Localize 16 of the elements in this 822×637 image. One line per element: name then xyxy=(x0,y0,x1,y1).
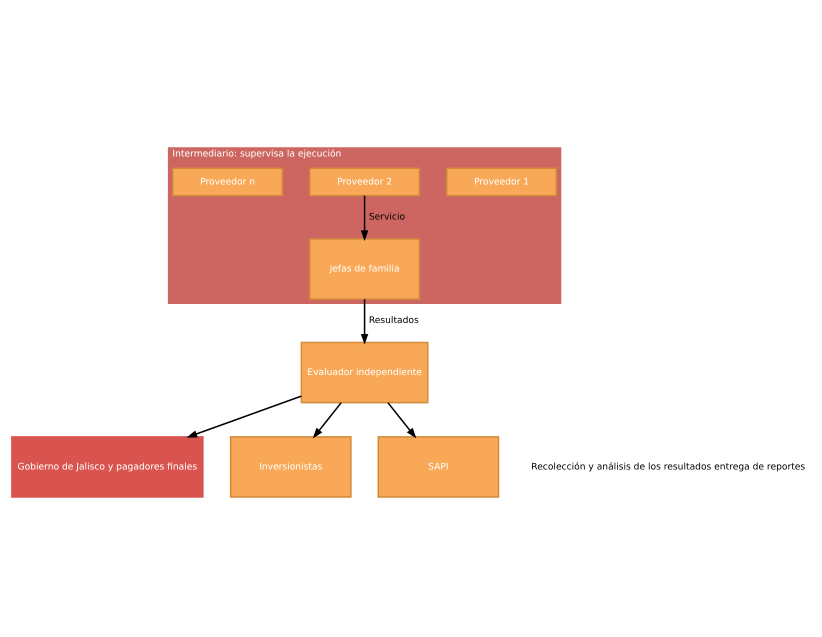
node-box: Proveedor 1 xyxy=(446,167,558,196)
node-box: Gobierno de Jalisco y pagadores finales xyxy=(11,436,204,498)
arrow xyxy=(387,402,416,438)
arrow xyxy=(186,395,302,438)
node-box: SAPI xyxy=(378,436,500,498)
arrow xyxy=(312,402,342,438)
arrow xyxy=(360,299,368,345)
node-box: Evaluador independiente xyxy=(300,342,428,404)
label: Recolección y análisis de los resultados entrega de reportes xyxy=(531,462,806,472)
node-box: Proveedor 2 xyxy=(309,167,420,196)
node-box: Jefas de familia xyxy=(309,238,420,300)
node-box: Proveedor n xyxy=(172,167,284,196)
edge-label: Resultados xyxy=(368,316,419,326)
edge-label: Servicio xyxy=(368,212,406,223)
node-box: Inversionistas xyxy=(230,436,352,498)
arrow xyxy=(360,196,368,242)
